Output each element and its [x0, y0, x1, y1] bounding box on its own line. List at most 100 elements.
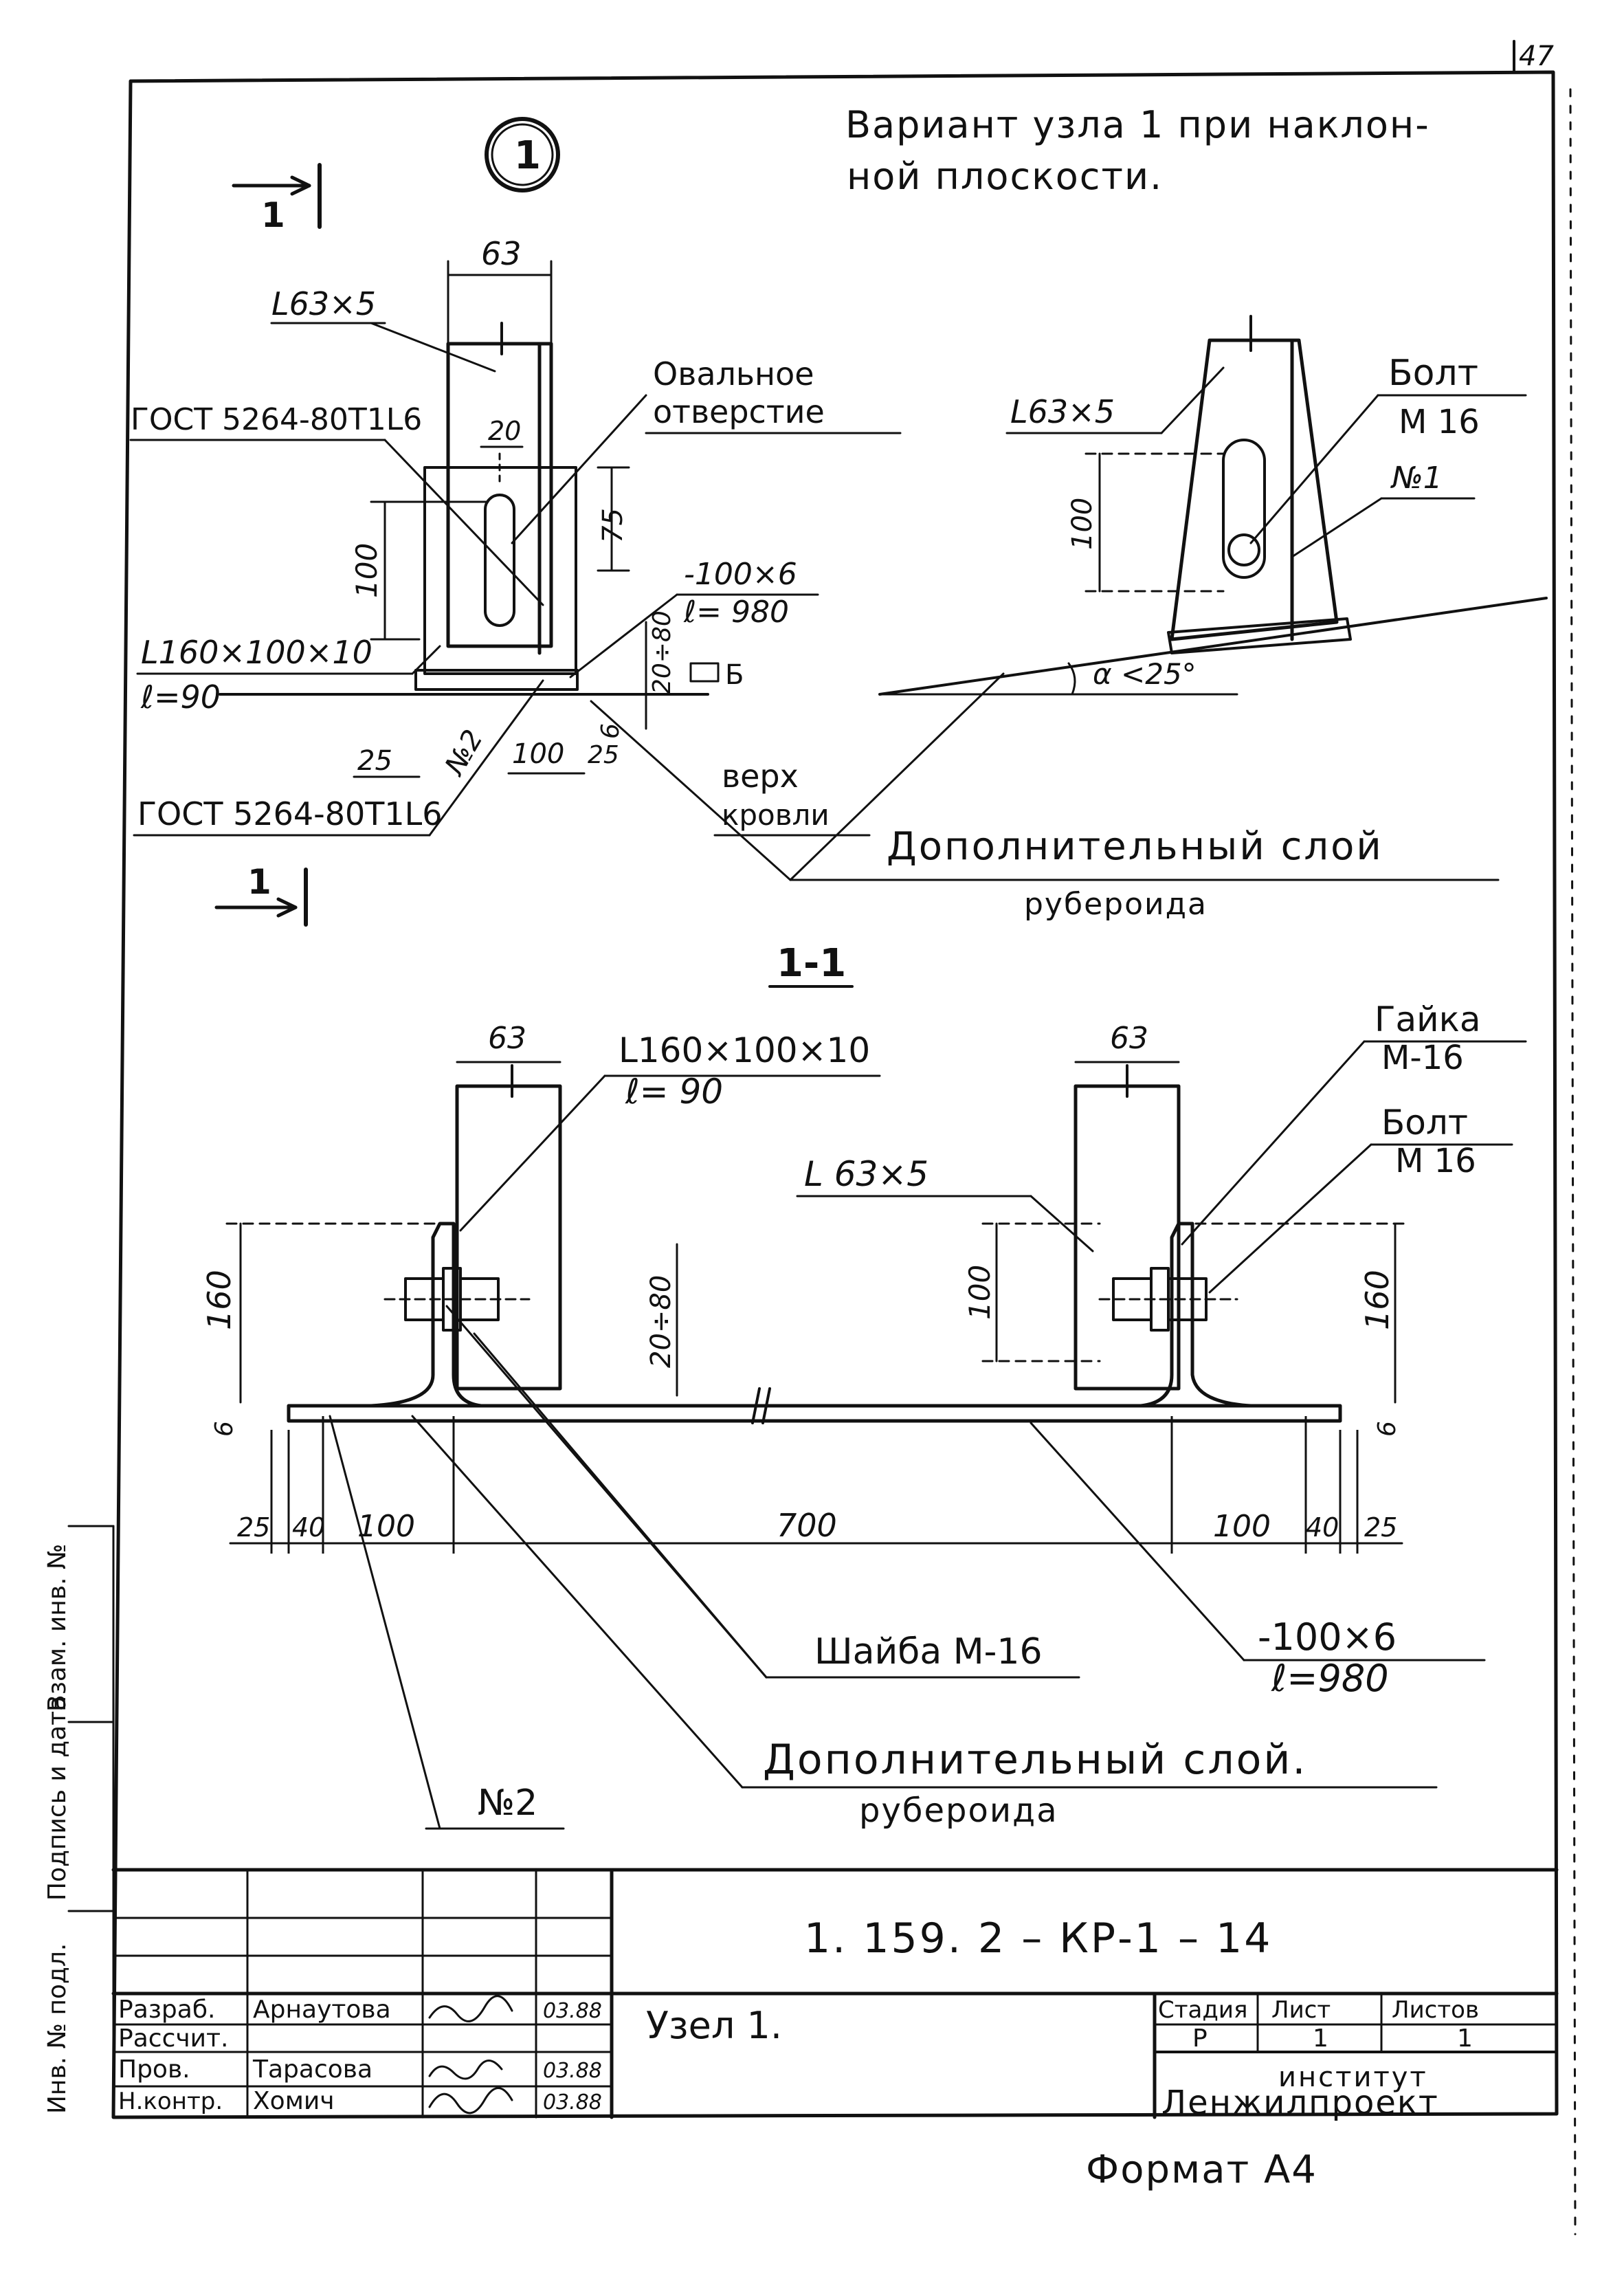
section-dim-160-left: 160: [201, 1270, 238, 1330]
section-angle-63-leader: [1030, 1195, 1094, 1252]
dim-chain-5: 40: [1306, 1512, 1339, 1543]
section-dim-6-right: 6: [1373, 1421, 1401, 1437]
angle-63-front: [446, 342, 553, 648]
oval-hole-right: [1222, 439, 1266, 579]
section-bolt-size: М 16: [1395, 1142, 1476, 1180]
dim-25-left-text: 25: [357, 745, 392, 777]
mark-b: Б: [725, 659, 744, 691]
gost-bottom-leader: [428, 679, 544, 837]
title-line-2: ной плоскости.: [847, 155, 1163, 198]
dim-6-text: 6: [597, 723, 625, 739]
section-angle-63-right: [1074, 1084, 1181, 1391]
section-arrowhead-top: [290, 175, 311, 196]
section-angle-63-label: L 63×5: [804, 1154, 928, 1194]
sheets-header: Листов: [1392, 1996, 1479, 2024]
title-block: [111, 1868, 1559, 2119]
extra-layer-bottom-leader: [411, 1415, 744, 1789]
section-mark-top: 1: [261, 195, 285, 235]
section-nut-leader: [1181, 1040, 1366, 1246]
section-base-plate: [287, 1404, 1342, 1423]
bolt-right-size: М 16: [1399, 403, 1480, 441]
slope-arc: [1067, 662, 1076, 696]
slope-line: [878, 597, 1548, 696]
base-plate-side: [414, 669, 579, 691]
angle-160-length: ℓ=90: [140, 678, 221, 716]
dim-chain-2: 100: [357, 1509, 415, 1544]
angle-63-leader: [370, 322, 496, 373]
no1-leader: [1291, 497, 1383, 558]
tb-date-0: 03.88: [543, 1999, 602, 2023]
break-mark-plate-2: [761, 1387, 771, 1424]
page-number: 47: [1519, 41, 1554, 72]
section-bolt-leader: [1208, 1143, 1372, 1294]
sheet-frame: [111, 70, 1559, 2119]
dim-25-bottom-text: 25: [588, 741, 619, 769]
oval-hole-leader: [511, 394, 647, 544]
angle-63-right-leader: [1160, 366, 1225, 434]
doc-code: 1. 159. 2 – КР-1 – 14: [804, 1914, 1272, 1963]
stage-header: Стадия: [1158, 1996, 1247, 2024]
angle-160-label: L160×100×10: [141, 634, 372, 671]
section-bolt-label: Болт: [1381, 1103, 1468, 1142]
base-plate-tilted: [1167, 617, 1352, 654]
org-line-2: Ленжилпроект: [1161, 2084, 1439, 2122]
node-circle-inner: [491, 123, 554, 186]
section-nut-size: М-16: [1381, 1039, 1464, 1077]
stage-value: Р: [1192, 2024, 1208, 2053]
dim-chain-1: 40: [292, 1512, 325, 1543]
oval-hole-label-2: отверстие: [653, 393, 825, 430]
dim-chain-6: 25: [1364, 1512, 1397, 1543]
section-dim-63-right: 63: [1110, 1021, 1148, 1056]
roof-top-label-2: кровли: [722, 798, 830, 832]
gost-top: ГОСТ 5264-80Т1L6: [131, 402, 422, 437]
tb-role-2: Пров.: [118, 2055, 190, 2084]
title-line-1: Вариант узла 1 при наклон-: [845, 103, 1430, 146]
oval-hole-label-1: Овальное: [653, 355, 814, 393]
slope-angle-label: α <25°: [1093, 657, 1197, 691]
gost-top-leader: [383, 439, 544, 606]
extra-layer-bottom-2: рубероида: [859, 1791, 1058, 1830]
section-weld-no2: №2: [478, 1782, 537, 1824]
tb-date-2: 03.88: [543, 2059, 602, 2083]
tb-role-0: Разраб.: [118, 1996, 215, 2024]
section-plate-leader: [1030, 1422, 1245, 1662]
mark-b-box: [689, 662, 720, 683]
sheets-value: 1: [1457, 2024, 1473, 2053]
dim-100-right-text: 100: [1067, 498, 1098, 550]
bolt-right-label: Болт: [1388, 353, 1478, 394]
angle-160-leader: [411, 645, 441, 675]
extra-layer-leader-b: [789, 672, 1005, 881]
signature-3: [428, 2087, 513, 2115]
dim-75-text: 75: [597, 508, 629, 543]
tb-role-1: Рассчит.: [118, 2024, 228, 2053]
dim-chain-4: 100: [1213, 1509, 1271, 1544]
dim-63-text: 63: [481, 235, 522, 272]
plate-leader: [569, 593, 678, 678]
tb-name-2: Тарасова: [252, 2055, 372, 2084]
oval-hole: [484, 494, 515, 627]
section-arrowhead-bottom: [276, 897, 298, 918]
sheet-header: Лист: [1271, 1996, 1331, 2024]
node-circle: [485, 117, 560, 192]
section-dim-6-left: 6: [210, 1421, 238, 1437]
section-dim-160-right: 160: [1359, 1270, 1396, 1330]
dim-chain-3: 700: [777, 1507, 837, 1544]
signature-2: [428, 2060, 503, 2080]
section-dim-100: 100: [963, 1265, 997, 1320]
section-dim-chain-ticks: [270, 1416, 1359, 1554]
sheet-value: 1: [1313, 2024, 1328, 2053]
bolt-head-right: [1227, 533, 1260, 566]
section-plate-len: ℓ=980: [1271, 1657, 1389, 1700]
sheet-edge-dashed: [1569, 88, 1577, 2236]
section-dim-63-left: 63: [488, 1021, 526, 1056]
section-nut-label: Гайка: [1375, 1000, 1480, 1039]
no1-label: №1: [1390, 461, 1443, 496]
side-stamp-inv-podl: Инв. № подл.: [43, 1943, 71, 2114]
section-dim-20-80: 20÷80: [645, 1275, 677, 1368]
angle-63-label: L63×5: [271, 285, 376, 322]
plate-label: -100×6: [684, 557, 797, 592]
angle-63-right-label: L63×5: [1010, 393, 1115, 430]
side-stamp-signature: Подпись и дата: [43, 1696, 71, 1901]
side-stamp-vzam: Взам. инв. №: [43, 1544, 71, 1712]
washer-leader-b: [473, 1332, 768, 1679]
